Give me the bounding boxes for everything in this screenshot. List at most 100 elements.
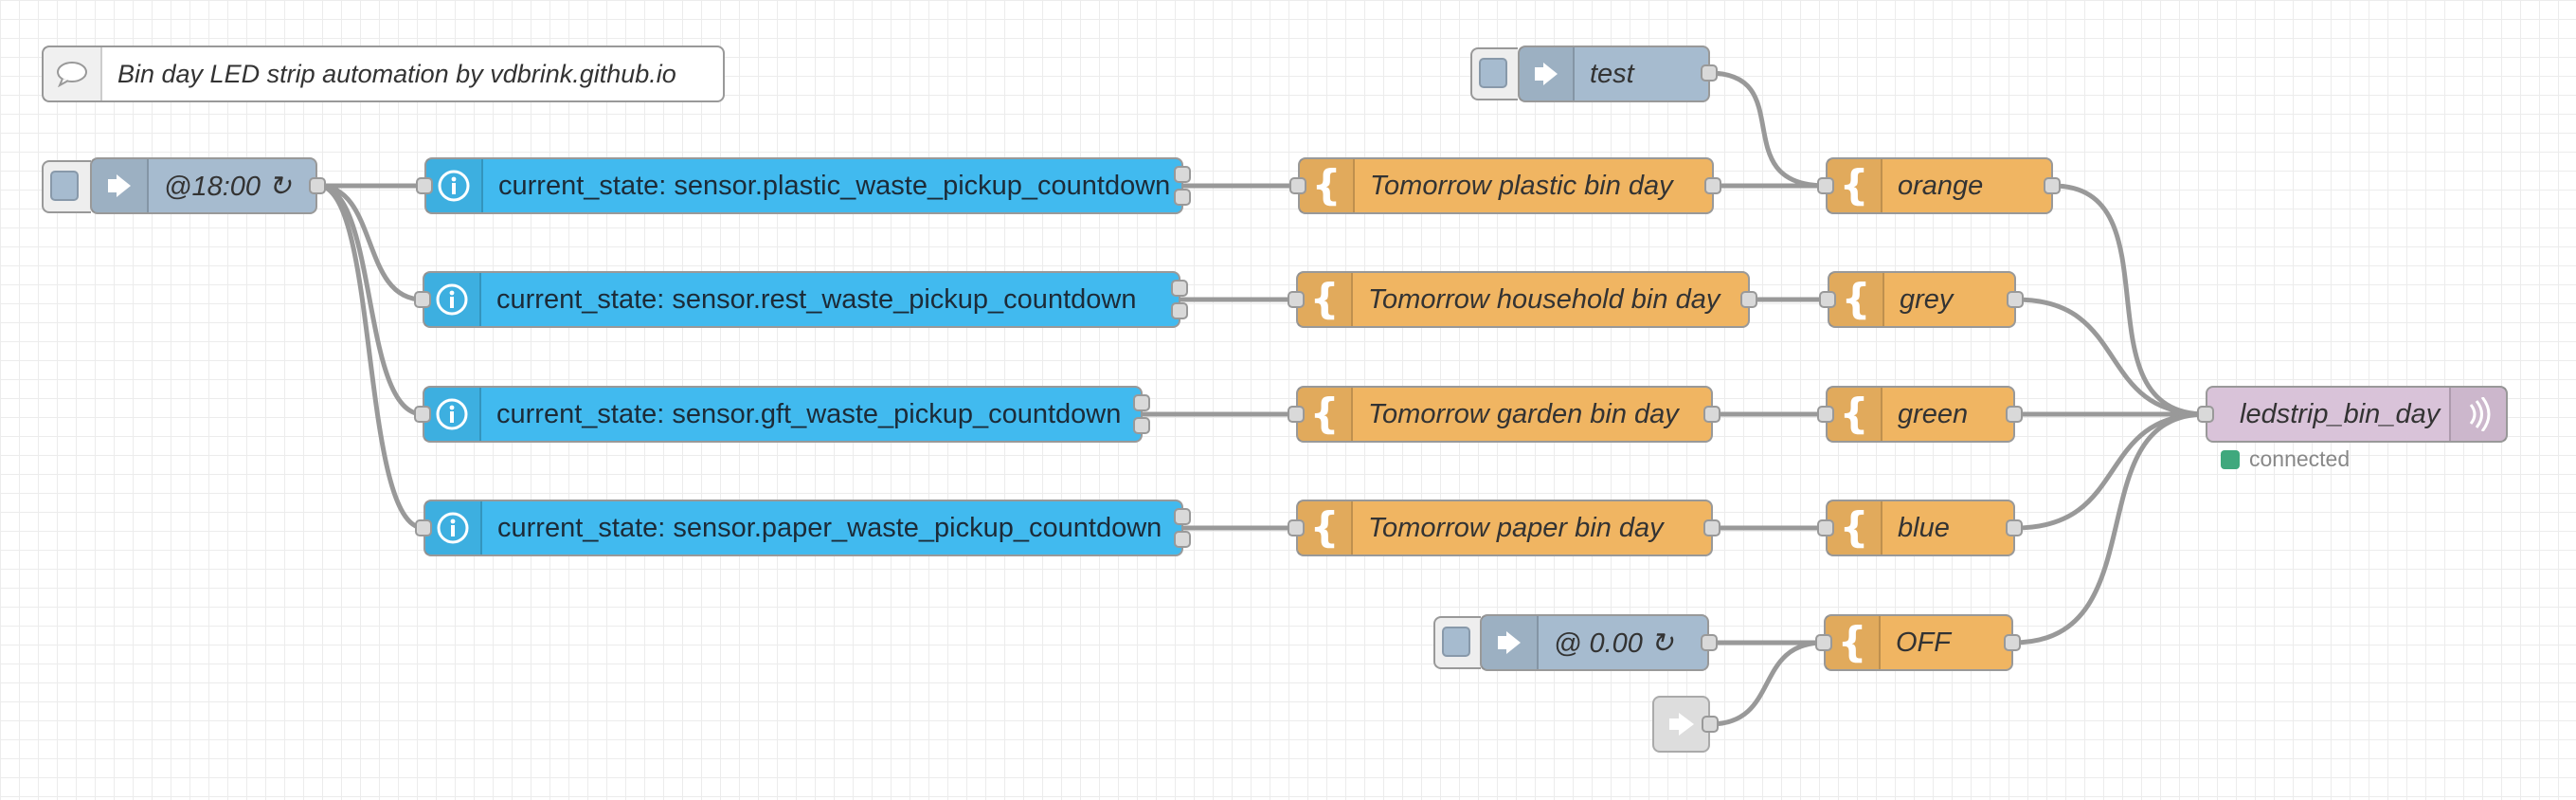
inject-node-1800[interactable]: @18:00 ↻ [90, 157, 317, 214]
ha-current-state-rest[interactable]: current_state: sensor.rest_waste_pickup_… [423, 271, 1180, 328]
template-label: Tomorrow plastic bin day [1370, 170, 1673, 201]
template-node-paper[interactable]: { Tomorrow paper bin day [1296, 500, 1713, 556]
input-port[interactable] [1819, 291, 1836, 308]
template-label: Tomorrow paper bin day [1368, 512, 1664, 543]
output-port[interactable] [1174, 189, 1191, 206]
output-port[interactable] [2007, 291, 2024, 308]
wire[interactable] [2014, 411, 2207, 531]
template-brace-icon: { [1826, 616, 1881, 669]
input-port[interactable] [414, 291, 431, 308]
wire[interactable] [317, 183, 424, 531]
input-port[interactable] [1288, 519, 1305, 536]
ha-current-state-gft[interactable]: current_state: sensor.gft_waste_pickup_c… [423, 386, 1143, 443]
link-in-icon [1668, 713, 1694, 736]
input-port[interactable] [1817, 519, 1834, 536]
output-port[interactable] [1174, 508, 1191, 525]
output-port[interactable] [1740, 291, 1757, 308]
color-label: OFF [1896, 627, 1951, 658]
color-node-green[interactable]: { green [1826, 386, 2015, 443]
template-brace-icon: { [1300, 159, 1355, 212]
output-port[interactable] [1171, 302, 1188, 319]
link-in-node[interactable] [1652, 696, 1710, 753]
inject-label: @ 0.00 ↻ [1554, 627, 1674, 659]
inject-button[interactable] [1470, 47, 1518, 100]
inject-label: @18:00 ↻ [164, 171, 292, 202]
output-port[interactable] [2006, 406, 2023, 423]
template-brace-icon: { [1298, 501, 1353, 555]
ledstrip-output-node[interactable]: ledstrip_bin_day [2206, 386, 2508, 443]
ha-current-state-paper[interactable]: current_state: sensor.paper_waste_pickup… [423, 500, 1183, 556]
input-port[interactable] [1289, 177, 1306, 194]
comment-icon [44, 47, 102, 100]
input-port[interactable] [415, 519, 432, 536]
output-port[interactable] [1701, 634, 1718, 651]
output-port[interactable] [1171, 280, 1188, 297]
broadcast-icon [2449, 388, 2506, 441]
wire[interactable] [2015, 297, 2207, 417]
template-brace-icon: { [1829, 273, 1884, 326]
inject-button[interactable] [42, 160, 91, 213]
output-port[interactable] [2044, 177, 2061, 194]
inject-arrow-icon [1520, 47, 1575, 100]
color-node-off[interactable]: { OFF [1824, 614, 2013, 671]
output-label: ledstrip_bin_day [2240, 398, 2441, 429]
inject-button-square [1479, 58, 1507, 88]
color-label: blue [1898, 512, 1950, 543]
input-port[interactable] [1815, 634, 1832, 651]
input-port[interactable] [1817, 177, 1834, 194]
output-port[interactable] [1702, 716, 1719, 733]
comment-node[interactable]: Bin day LED strip automation by vdbrink.… [42, 45, 725, 102]
status-text: connected [2249, 446, 2351, 471]
template-node-household[interactable]: { Tomorrow household bin day [1296, 271, 1750, 328]
ha-current-state-plastic[interactable]: current_state: sensor.plastic_waste_pick… [424, 157, 1183, 214]
template-node-plastic[interactable]: { Tomorrow plastic bin day [1298, 157, 1714, 214]
input-port[interactable] [416, 177, 433, 194]
input-port[interactable] [1288, 291, 1305, 308]
color-node-blue[interactable]: { blue [1826, 500, 2015, 556]
color-label: orange [1898, 170, 1984, 201]
ha-node-label: current_state: sensor.plastic_waste_pick… [498, 170, 1171, 201]
output-port[interactable] [1174, 531, 1191, 548]
inject-node-test[interactable]: test [1518, 45, 1710, 102]
output-port[interactable] [1701, 64, 1718, 82]
output-port[interactable] [1133, 394, 1150, 411]
output-port[interactable] [1133, 417, 1150, 434]
template-node-garden[interactable]: { Tomorrow garden bin day [1296, 386, 1713, 443]
ha-node-label: current_state: sensor.gft_waste_pickup_c… [496, 398, 1122, 429]
color-node-orange[interactable]: { orange [1826, 157, 2053, 214]
ha-node-label: current_state: sensor.paper_waste_pickup… [497, 512, 1162, 543]
info-icon [424, 388, 481, 441]
wire[interactable] [317, 183, 423, 302]
wire[interactable] [1708, 70, 1827, 189]
inject-label: test [1590, 58, 1634, 89]
input-port[interactable] [1288, 406, 1305, 423]
output-port[interactable] [1174, 166, 1191, 183]
info-icon [425, 501, 482, 555]
output-port[interactable] [1703, 406, 1720, 423]
status-dot-icon [2221, 449, 2240, 469]
wire[interactable] [2052, 183, 2207, 417]
template-label: Tomorrow household bin day [1368, 283, 1720, 315]
template-label: Tomorrow garden bin day [1368, 398, 1679, 429]
inject-node-0000[interactable]: @ 0.00 ↻ [1480, 614, 1709, 671]
inject-arrow-icon [92, 159, 149, 212]
inject-button[interactable] [1433, 616, 1481, 669]
template-brace-icon: { [1298, 273, 1353, 326]
comment-text: Bin day LED strip automation by vdbrink.… [117, 59, 676, 88]
output-port[interactable] [2004, 634, 2021, 651]
output-port[interactable] [1703, 519, 1720, 536]
inject-arrow-icon [1482, 616, 1539, 669]
input-port[interactable] [414, 406, 431, 423]
output-port[interactable] [2006, 519, 2023, 536]
template-brace-icon: { [1828, 388, 1882, 441]
inject-button-square [1442, 627, 1470, 657]
wire[interactable] [317, 183, 423, 417]
color-node-grey[interactable]: { grey [1828, 271, 2016, 328]
input-port[interactable] [2197, 406, 2214, 423]
input-port[interactable] [1817, 406, 1834, 423]
wire[interactable] [1709, 640, 1825, 727]
output-port[interactable] [1704, 177, 1721, 194]
color-label: grey [1900, 283, 1954, 315]
wire[interactable] [2012, 411, 2207, 645]
output-port[interactable] [309, 177, 326, 194]
